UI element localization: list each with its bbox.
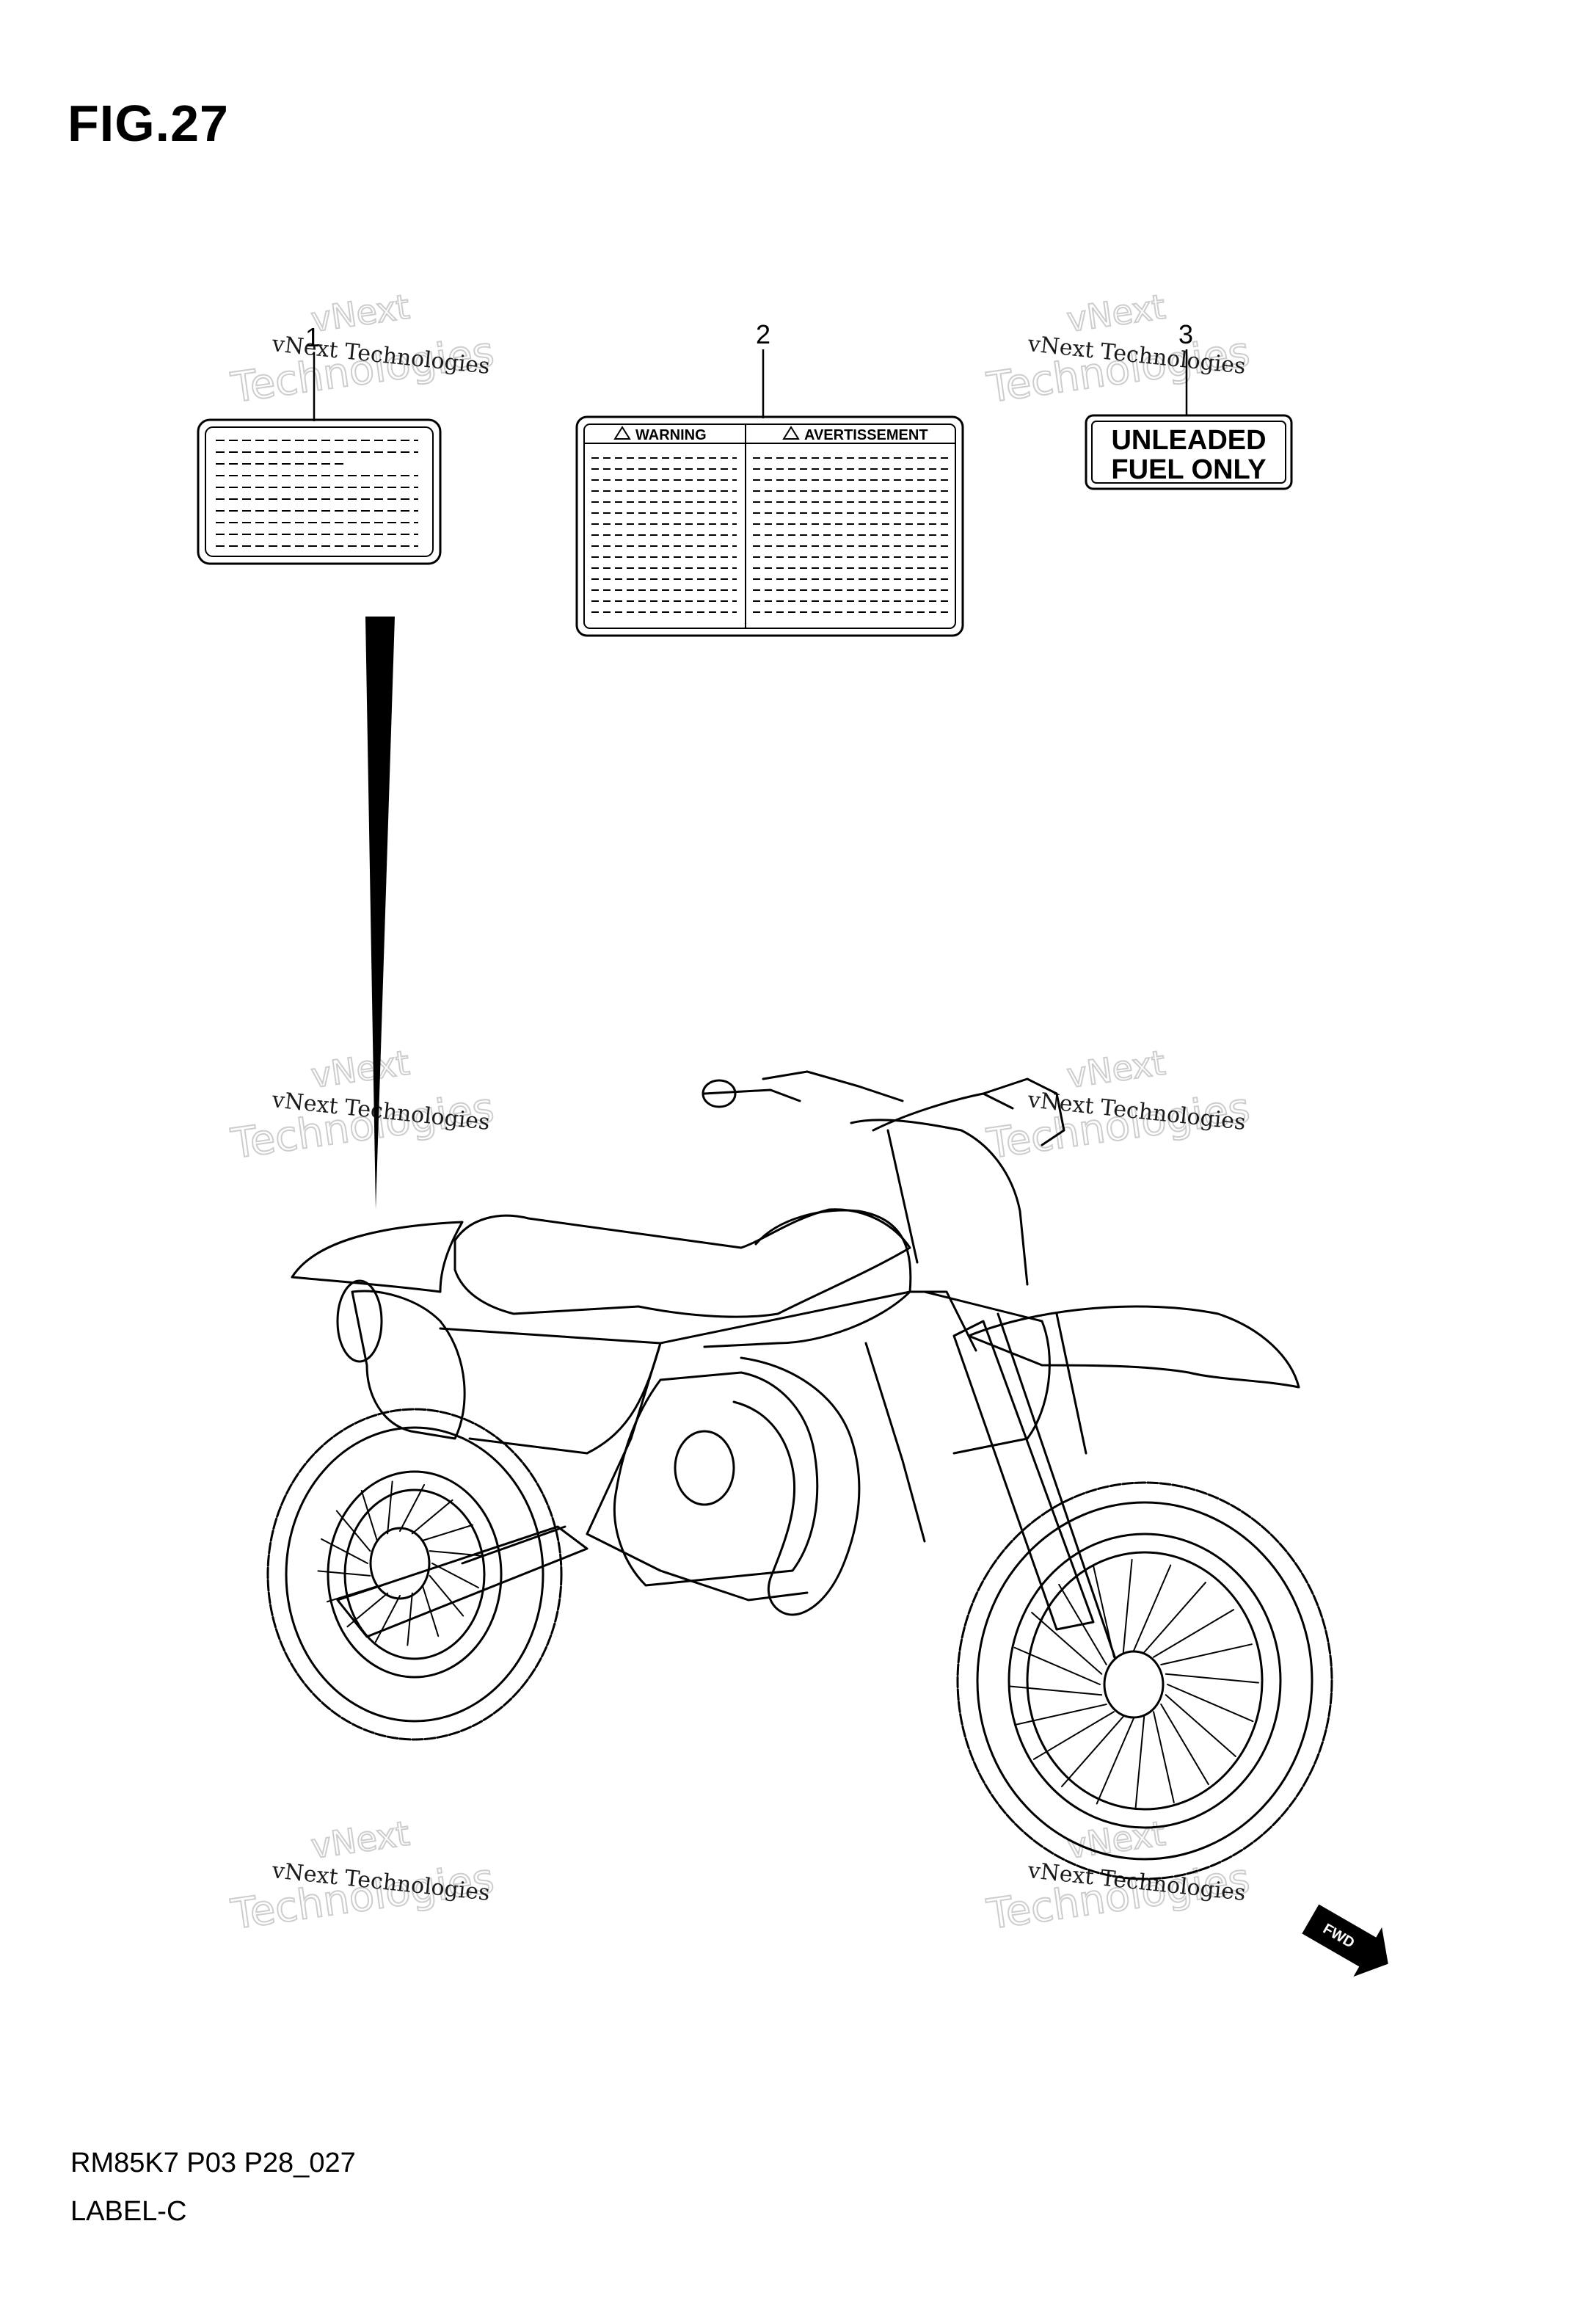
watermark-small: vNext — [309, 1043, 412, 1096]
callout-2: 2 — [756, 319, 770, 349]
figure-name: LABEL-C — [70, 2196, 187, 2227]
front-wheel-spoke — [1165, 1673, 1259, 1684]
label-1 — [197, 418, 442, 565]
rear-wheel-spoke — [374, 1595, 401, 1643]
front-wheel-spoke — [1122, 1559, 1133, 1654]
label-2-warning: WARNING AVERTISSEMENT — [575, 415, 964, 637]
watermark-small: vNext — [309, 287, 412, 340]
rear-wheel-spoke — [411, 1499, 453, 1535]
front-wheel-spoke — [1167, 1684, 1254, 1723]
front-wheel-spoke — [1096, 1717, 1134, 1805]
rear-wheel-spoke — [317, 1570, 371, 1577]
pointer-arrow — [365, 617, 395, 1210]
front-wheel-spoke — [1015, 1704, 1107, 1726]
front-wheel-spoke — [1013, 1646, 1101, 1685]
watermark-small: vNext — [1065, 1043, 1168, 1096]
rear-wheel-spoke — [387, 1480, 393, 1535]
figure-title: FIG.27 — [68, 95, 229, 152]
watermark-small: vNext — [1065, 287, 1168, 340]
forward-direction-marker: FWD — [1302, 1904, 1388, 1977]
label-2-text-lines — [591, 457, 948, 613]
rear-wheel-spoke — [360, 1489, 378, 1541]
front-wheel-spoke — [1008, 1685, 1103, 1696]
front-wheel-spoke — [1153, 1609, 1235, 1658]
warning-header-right: AVERTISSEMENT — [804, 427, 928, 443]
front-wheel-spoke — [1134, 1715, 1145, 1810]
rear-wheel-spoke — [399, 1484, 426, 1532]
figure-code: RM85K7 P03 P28_027 — [70, 2148, 356, 2178]
callout-1: 1 — [305, 322, 320, 352]
rear-wheel-spoke — [431, 1563, 479, 1589]
warning-triangle-icon — [613, 426, 631, 440]
watermark-small: vNext — [309, 1814, 412, 1866]
front-wheel-spoke — [1032, 1711, 1115, 1760]
callout-3: 3 — [1178, 319, 1193, 349]
front-wheel-spoke — [1160, 1643, 1253, 1665]
rear-wheel-spoke — [429, 1574, 464, 1617]
front-wheel-spoke — [1153, 1711, 1175, 1803]
front-wheel-spoke — [1133, 1564, 1172, 1651]
front-wheel-spoke — [1031, 1612, 1103, 1675]
front-wheel-spoke — [1061, 1715, 1124, 1787]
front-wheel-spoke — [1160, 1704, 1209, 1786]
rear-wheel-spoke — [335, 1510, 371, 1552]
label-3-fuel: UNLEADED FUEL ONLY — [1085, 414, 1293, 490]
rear-wheel-spoke — [422, 1524, 474, 1541]
warning-triangle-icon — [782, 426, 800, 440]
rear-wheel — [266, 1408, 563, 1741]
motorcycle-drawing — [266, 1070, 1333, 1880]
rear-wheel-spoke — [321, 1538, 368, 1564]
warning-header-left: WARNING — [635, 427, 707, 443]
fuel-label-line1: UNLEADED — [1111, 425, 1266, 456]
fuel-label-line2: FUEL ONLY — [1111, 454, 1266, 485]
front-wheel-spoke — [1165, 1694, 1236, 1757]
label-1-text-lines — [216, 440, 418, 547]
front-wheel-spoke — [1143, 1582, 1206, 1654]
